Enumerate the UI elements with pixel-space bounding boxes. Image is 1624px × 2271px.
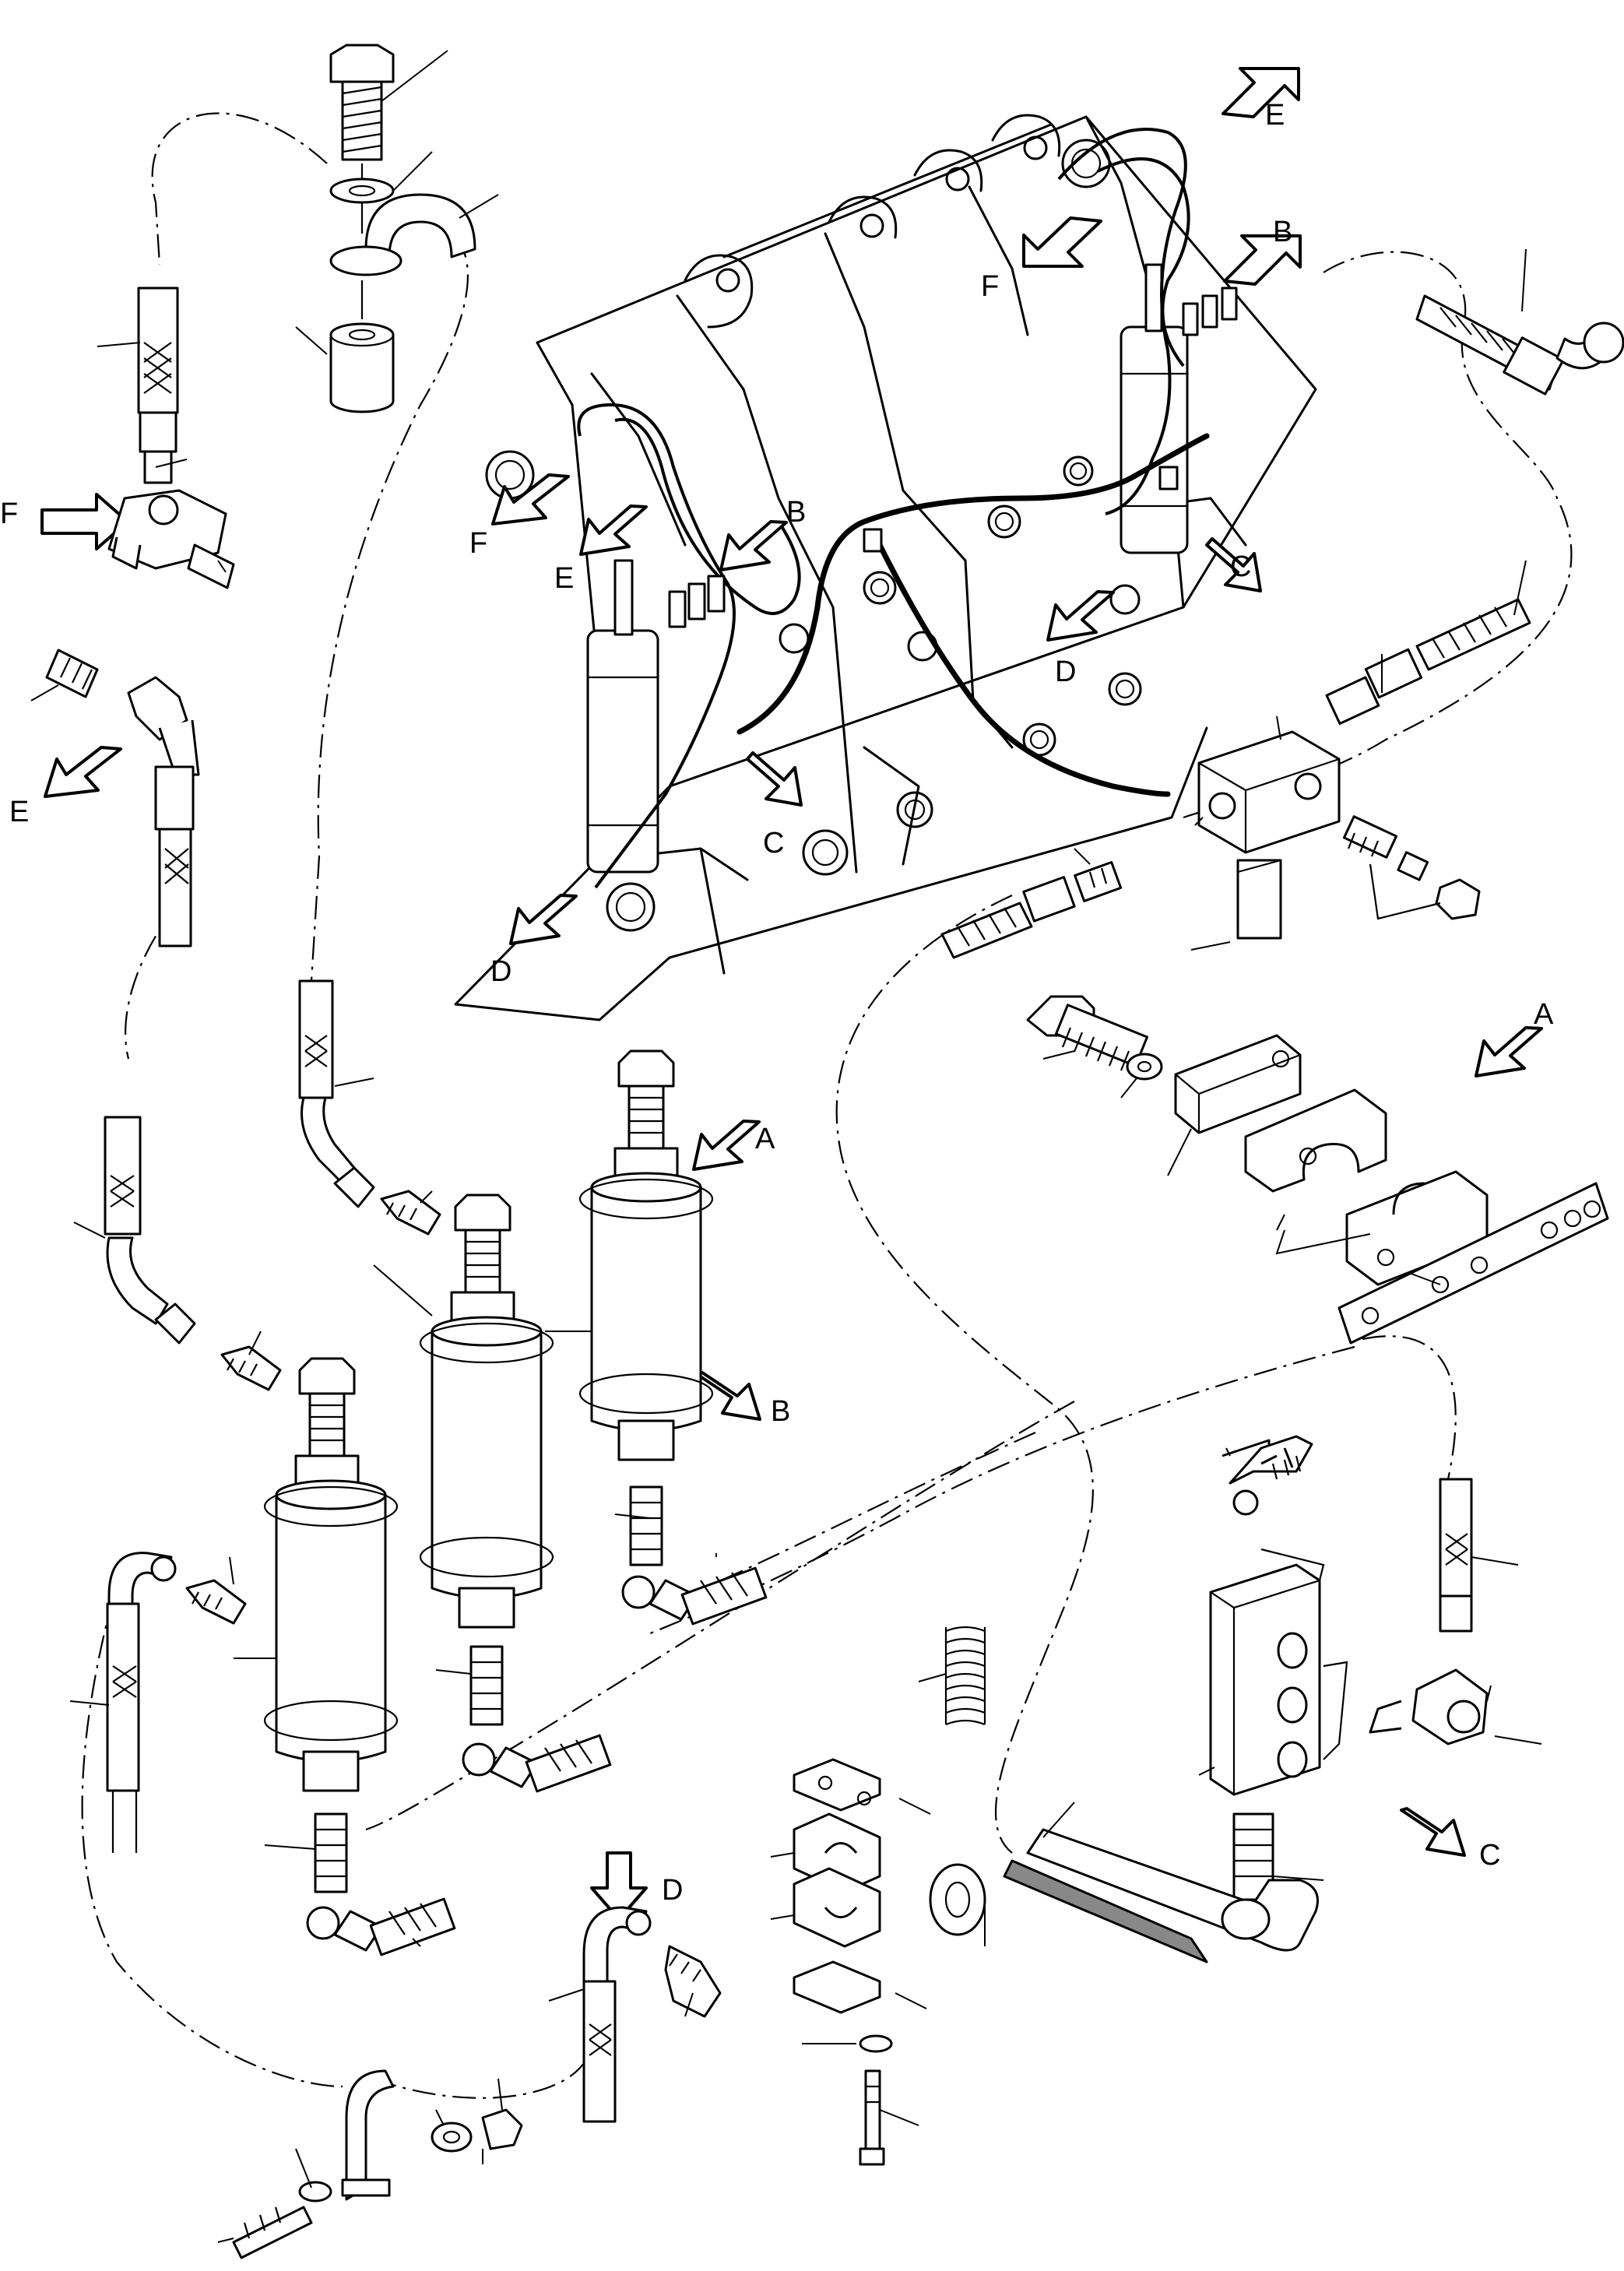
arrow-d-fitting [590,1851,648,1921]
elbow-hose-d-bottom [548,1906,722,2123]
callout-f-top-right: F [981,270,999,303]
clamp-set-right [1026,995,1609,1345]
callout-e-top-right: E [1265,99,1285,132]
arrow-d-frame-right [1046,590,1115,642]
hose-upper-left [298,979,441,1236]
callout-d-fitting: D [662,1874,683,1907]
arrow-b-cylinder [695,1371,761,1421]
hose-right-top [1325,248,1624,726]
callout-f-frame: F [469,527,487,560]
callout-d-frame-right: D [1055,656,1076,688]
arrow-a-cylinder [692,1120,761,1171]
elbow-hose-e-left [30,649,200,947]
hydraulic-cylinder-middle [373,1194,612,1793]
callout-a-cylinder: A [755,1123,775,1155]
callout-c-frame-left: C [763,827,784,860]
distribution-block-upper [1190,715,1481,951]
callout-arrows [40,67,1543,1921]
callout-b-cylinder: B [771,1395,790,1428]
callout-b-top-right: B [1273,216,1292,248]
callout-c-block: C [1479,1839,1500,1872]
arrow-c-block [1400,1807,1466,1857]
arrow-b-frame [719,520,788,571]
clamp-set-center [770,1758,986,2166]
hose-lower-right [1003,1478,1542,1963]
callout-d-frame-left: D [490,955,511,988]
distribution-block-lower [1198,1435,1348,1901]
arrow-a-right [1475,1026,1543,1077]
arrow-c-frame-right [1205,537,1262,592]
arrow-e-top-right [1222,67,1300,118]
arrow-d-frame-left [509,894,578,945]
arrow-e-frame [579,504,648,556]
clamp-set-bottom-left [217,2069,523,2259]
spring [918,1626,986,1726]
hose-middle-left [73,1116,282,1391]
arrow-b-top-right [1223,234,1302,286]
callout-c-frame-right: C [1230,550,1251,583]
callout-letters: E B F F B E F C D E C D A A B C D [0,99,1554,1907]
callout-e-frame: E [554,562,574,595]
hydraulic-cylinder-left [234,1357,456,1956]
bucket-assembly [454,114,1317,1021]
hose-center [940,848,1123,959]
bolt-washer-clamp-stack [295,44,499,413]
hose-lower-left [69,1552,247,1853]
callout-a-right: A [1534,998,1554,1031]
arrow-e-left [44,746,122,798]
arrow-c-frame-left [746,751,803,807]
callout-f-left: F [0,497,18,530]
arrow-f-top-right [1022,216,1102,268]
arrow-f-frame [491,473,570,526]
hydraulic-cylinder-right [545,1049,768,1626]
callout-e-left: E [9,796,29,828]
hose-tee-left [97,287,235,589]
callout-b-frame: B [786,496,806,529]
